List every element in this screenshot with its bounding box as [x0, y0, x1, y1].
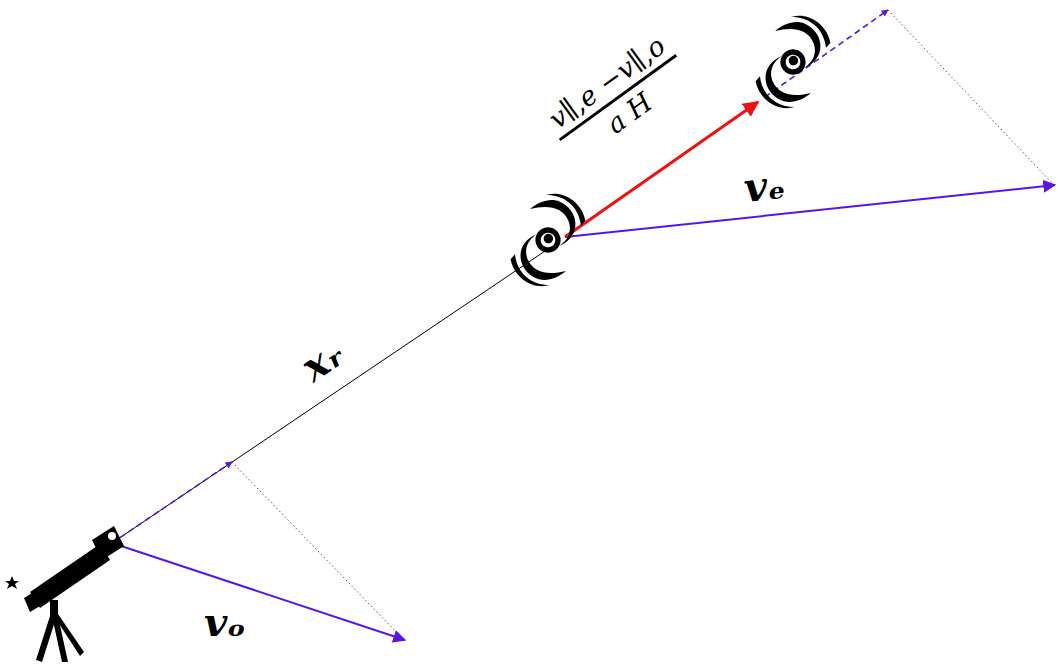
observer-velocity-label: vₒ: [204, 602, 246, 642]
velocity-fraction: v∥,e −v∥,oa H: [539, 28, 696, 169]
separation-label: xᵣ: [294, 332, 350, 388]
emitter-velocity-label: vₑ: [743, 164, 788, 208]
